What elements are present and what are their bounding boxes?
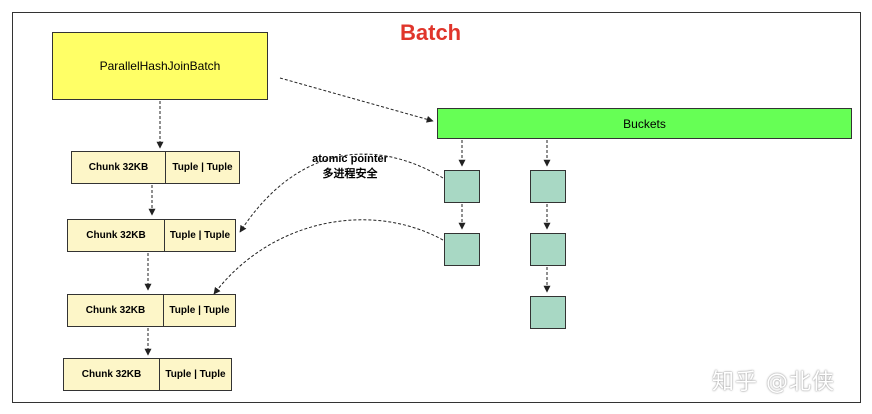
bucket-cell-col2-row2 <box>530 233 566 266</box>
atomic-pointer-annotation: atomic pointer 多进程安全 <box>300 152 400 182</box>
chunk-size-label: Chunk 32KB <box>72 152 166 183</box>
annotation-line-2: 多进程安全 <box>322 168 378 180</box>
chunk-tuples-label: Tuple | Tuple <box>169 305 230 316</box>
chunk-size-label: Chunk 32KB <box>64 359 160 390</box>
pointer-bucket1-to-chunk2 <box>239 153 444 233</box>
chunk-tuples-label: Tuple | Tuple <box>172 162 233 173</box>
chunk-node-1: Chunk 32KB Tuple | Tuple <box>71 151 240 184</box>
diagram-title: Batch <box>400 20 462 45</box>
bucket-cell-col1-row1 <box>444 170 480 203</box>
buckets-node: Buckets <box>437 108 852 139</box>
bucket-cell-col1-row2 <box>444 233 480 266</box>
arrow-batch-to-buckets <box>279 77 434 123</box>
annotation-line-1: atomic pointer <box>312 153 388 165</box>
chunk-size-label: Chunk 32KB <box>68 295 164 326</box>
pointer-bucket2-to-chunk3 <box>213 219 444 295</box>
bucket-cell-col2-row1 <box>530 170 566 203</box>
chunk-node-4: Chunk 32KB Tuple | Tuple <box>63 358 232 391</box>
parallel-hash-join-batch-node: ParallelHashJoinBatch <box>52 32 268 100</box>
chunk-tuples-label: Tuple | Tuple <box>165 369 226 380</box>
chunk-node-3: Chunk 32KB Tuple | Tuple <box>67 294 236 327</box>
bucket-cell-col2-row3 <box>530 296 566 329</box>
zhihu-watermark: 知乎 @北侠 <box>712 370 835 395</box>
chunk-size-label: Chunk 32KB <box>68 220 165 251</box>
chunk-node-2: Chunk 32KB Tuple | Tuple <box>67 219 236 252</box>
chunk-tuples-label: Tuple | Tuple <box>169 230 231 241</box>
diagram-frame <box>12 12 861 403</box>
